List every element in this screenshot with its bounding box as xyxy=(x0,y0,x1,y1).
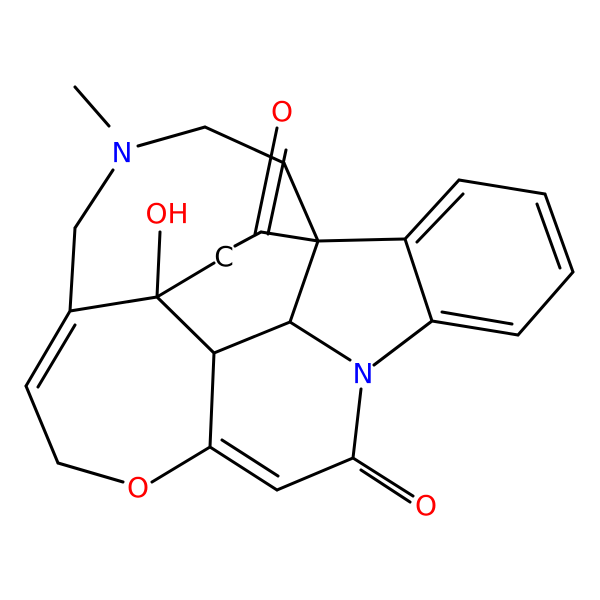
bond-ch-enol xyxy=(208,351,216,449)
atom-label-o-top: O xyxy=(271,95,293,128)
bond-benzene-2 xyxy=(457,178,547,196)
atom-labels: N O OH C N O O xyxy=(112,95,438,522)
bond-alkene-lactam-c xyxy=(275,456,355,492)
bond-alkene-outer xyxy=(24,309,72,388)
bond-benzene-1-inner xyxy=(415,192,465,244)
bond-lactam-co-outer xyxy=(351,456,415,498)
bond-ch2-c-alkene xyxy=(68,226,77,313)
bond-benzene-3-inner xyxy=(535,202,562,270)
bond-quat-c xyxy=(155,261,216,299)
bond-alkene-quat xyxy=(68,295,159,313)
bond-ch2-b-quat xyxy=(282,161,320,243)
bond-quat-ch xyxy=(155,295,216,355)
bond-quat-indole-ch xyxy=(288,239,320,324)
atom-label-n-methyl: N xyxy=(112,136,133,169)
bond-methyl-n xyxy=(73,85,111,128)
bond-benzene-5 xyxy=(430,319,520,337)
bond-indole-ch-n xyxy=(288,320,352,362)
atom-label-n-indole: N xyxy=(353,357,374,390)
bond-ch-ch2-o xyxy=(24,384,60,465)
bond-c-carbonyl xyxy=(233,230,263,248)
bond-lactam-c-n xyxy=(351,387,363,460)
bond-benzene-4 xyxy=(516,270,575,337)
bond-n-aryl xyxy=(372,319,434,367)
bond-lactam-co-inner xyxy=(359,468,412,504)
bond-benzene-6 xyxy=(403,237,434,323)
bond-benzene-5-inner xyxy=(440,310,514,326)
bond-alkene-inner xyxy=(36,323,77,389)
bond-o-enol xyxy=(150,445,212,484)
bond-enol-alkene-outer xyxy=(208,445,279,492)
bond-quat-oh xyxy=(155,230,162,299)
atom-label-o-ring: O xyxy=(127,471,149,504)
bond-benzene-1 xyxy=(403,178,461,241)
bond-ketone-outer xyxy=(253,126,279,236)
bond-carbonyl-quat xyxy=(259,230,320,243)
atom-label-carbon: C xyxy=(214,240,234,273)
bond-indole-ch-ch xyxy=(212,320,292,355)
atom-label-hydroxyl: OH xyxy=(145,197,188,230)
bond-n-ch2-c xyxy=(73,168,115,230)
bond-ch2-o xyxy=(56,461,125,484)
bond-benzene-3 xyxy=(543,192,575,274)
bond-n-ch2-a xyxy=(136,125,207,148)
atom-label-o-bottom: O xyxy=(415,489,437,522)
bonds xyxy=(24,85,575,504)
bond-quat-aryl xyxy=(316,237,407,243)
bond-enol-alkene-inner xyxy=(220,438,280,478)
bond-ketone-inner xyxy=(266,148,288,236)
